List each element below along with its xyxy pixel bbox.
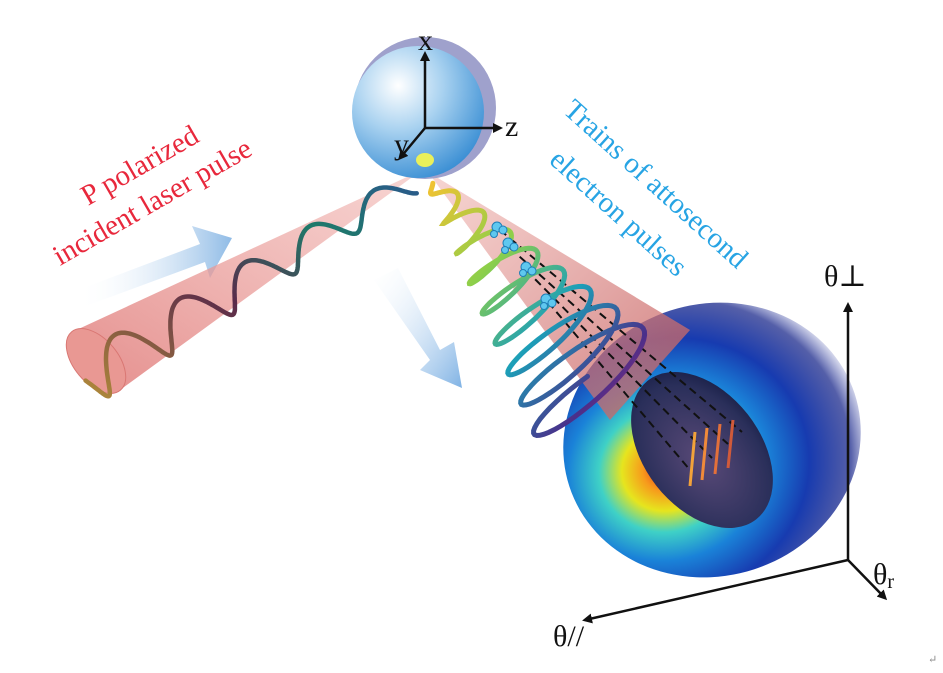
reflected-direction-arrow xyxy=(374,268,462,388)
axis-x-label: x xyxy=(418,24,433,57)
reflected-laser-wave xyxy=(428,180,648,439)
theta-r-label: θr xyxy=(873,558,894,593)
axis-y-label: y xyxy=(394,128,409,161)
theta-parallel-label: θ// xyxy=(553,620,585,653)
incident-laser-wave xyxy=(83,185,419,399)
theta-r-sub: r xyxy=(887,571,894,593)
coordinate-axes xyxy=(398,51,503,161)
axis-z-label: z xyxy=(505,110,518,143)
theta-perp-label: θ⊥ xyxy=(824,260,867,293)
interference-fringes xyxy=(688,419,735,487)
electron-trajectories xyxy=(499,229,743,471)
detector-axes xyxy=(582,302,888,624)
theta-r-main: θ xyxy=(873,558,887,591)
return-mark: ↵ xyxy=(928,654,937,666)
attosecond-pulse-bunches xyxy=(490,221,557,310)
incident-direction-arrow xyxy=(78,226,232,306)
